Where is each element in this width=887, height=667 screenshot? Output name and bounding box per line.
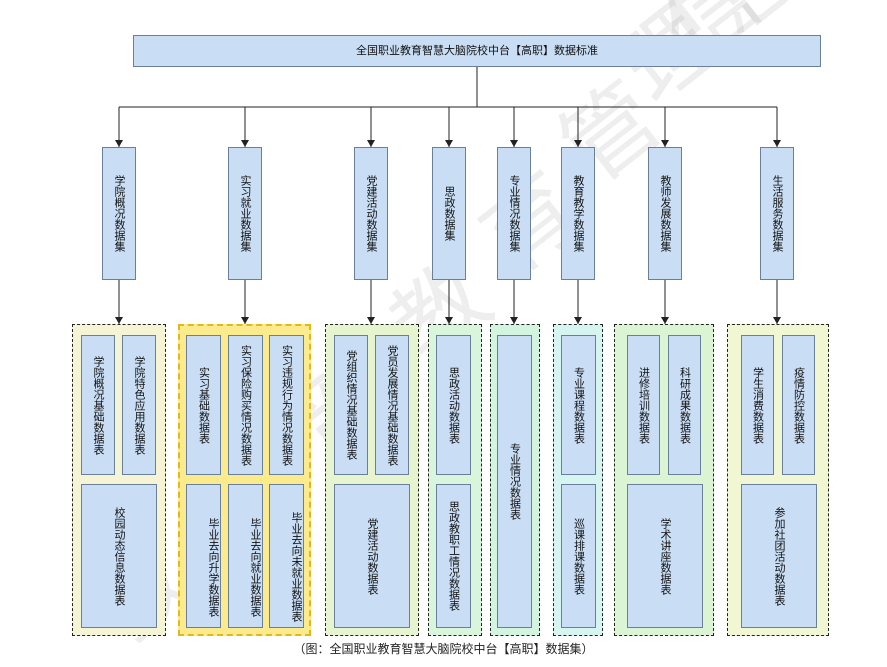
table-node-1-4-label: 毕业去向就业数据表 [249,517,262,617]
table-node-1-1: 实习保险购买情况数据表 [228,335,263,475]
table-node-3-0-label: 思政活动数据表 [447,366,461,444]
root-node: 全国职业教育智慧大脑院校中台【高职】数据标准 [133,35,821,67]
table-node-5-0: 专业课程数据表 [561,335,596,475]
table-node-0-0: 学院概况基础数据表 [81,335,115,475]
category-node-4-label: 专业情况数据集 [508,175,521,252]
table-node-1-0: 实习基础数据表 [186,335,221,475]
table-node-1-1-label: 实习保险购买情况数据表 [239,344,253,466]
category-node-3: 思政数据集 [432,147,466,280]
table-node-1-5-label: 毕业去向未就业数据表 [290,512,303,622]
table-node-2-0: 党组织情况基础数据表 [334,335,368,475]
category-node-7: 生活服务数据集 [760,147,794,280]
table-node-1-2: 实习违规行为情况数据表 [269,335,304,475]
group-arrow-6 [661,317,669,324]
table-node-0-1-label: 学院特色应用数据表 [133,355,146,455]
category-node-4: 专业情况数据集 [497,147,531,280]
category-arrow-3 [445,140,453,147]
category-arrow-2 [367,140,375,147]
table-node-2-2: 党建活动数据表 [334,484,410,628]
category-node-0-label: 学院概况数据集 [113,175,126,252]
table-node-5-1-label: 巡课排课数据表 [572,517,586,595]
group-arrow-7 [773,317,781,324]
category-node-2-label: 党建活动数据集 [365,175,378,252]
group-arrow-1 [241,317,249,324]
category-arrow-0 [115,140,123,147]
table-node-6-0-label: 进修培训数据表 [637,366,651,444]
table-node-1-4: 毕业去向就业数据表 [228,484,263,628]
category-arrow-4 [510,140,518,147]
table-node-1-3-label: 毕业去向升学数据表 [207,517,220,617]
root-label: 全国职业教育智慧大脑院校中台【高职】数据标准 [356,44,598,57]
table-node-4-0-label: 专业情况数据表 [508,443,522,520]
category-node-7-label: 生活服务数据集 [771,175,784,252]
table-node-6-2-label: 学术讲座数据表 [659,517,672,595]
table-node-6-1-label: 科研成果数据表 [678,366,692,444]
category-node-2: 党建活动数据集 [354,147,388,280]
group-arrow-0 [115,317,123,324]
table-node-0-2: 校园动态信息数据表 [81,484,157,628]
table-node-6-0: 进修培训数据表 [627,335,660,475]
table-node-1-2-label: 实习违规行为情况数据表 [280,344,294,466]
table-node-7-2: 参加社团活动数据表 [741,484,817,628]
category-node-6: 教师发展数据集 [648,147,682,280]
table-node-7-2-label: 参加社团活动数据表 [773,506,786,606]
table-node-6-2: 学术讲座数据表 [627,484,703,628]
table-node-5-0-label: 专业课程数据表 [572,366,586,444]
table-node-6-1: 科研成果数据表 [668,335,701,475]
group-arrow-5 [574,317,582,324]
table-node-7-1-label: 疫情防控数据表 [792,366,806,444]
table-node-7-0: 学生消费数据表 [741,335,774,475]
table-node-3-0: 思政活动数据表 [436,335,471,475]
table-node-2-1-label: 党员发展情况基础数据表 [386,344,399,466]
table-node-3-1-label: 思政教职工情况数据表 [447,501,461,611]
table-node-7-0-label: 学生消费数据表 [751,366,765,444]
table-node-0-0-label: 学院概况基础数据表 [92,355,105,455]
category-node-6-label: 教师发展数据集 [659,175,672,252]
category-node-5-label: 教育教学数据集 [572,175,585,252]
category-node-0: 学院概况数据集 [102,147,136,280]
category-node-5: 教育教学数据集 [561,147,595,280]
table-node-1-3: 毕业去向升学数据表 [186,484,221,628]
category-arrow-6 [661,140,669,147]
category-arrow-1 [241,140,249,147]
category-arrow-7 [773,140,781,147]
group-arrow-3 [445,317,453,324]
table-node-5-1: 巡课排课数据表 [561,484,596,628]
group-arrow-4 [510,317,518,324]
table-node-2-0-label: 党组织情况基础数据表 [345,350,358,460]
group-arrow-2 [367,317,375,324]
table-node-7-1: 疫情防控数据表 [782,335,815,475]
table-node-1-0-label: 实习基础数据表 [197,366,211,444]
table-node-1-5: 毕业去向未就业数据表 [269,484,304,628]
category-node-3-label: 思政数据集 [443,186,456,241]
table-node-3-1: 思政教职工情况数据表 [436,484,471,628]
table-node-4-0: 专业情况数据表 [497,335,532,628]
caption: （图：全国职业教育智慧大脑院校中台【高职】数据集） [293,642,594,656]
category-node-1-label: 实习就业数据集 [239,175,252,252]
table-node-2-1: 党员发展情况基础数据表 [375,335,409,475]
table-node-0-2-label: 校园动态信息数据表 [113,506,126,606]
category-arrow-5 [574,140,582,147]
category-node-1: 实习就业数据集 [228,147,262,280]
table-node-2-2-label: 党建活动数据表 [366,517,379,595]
table-node-0-1: 学院特色应用数据表 [122,335,156,475]
